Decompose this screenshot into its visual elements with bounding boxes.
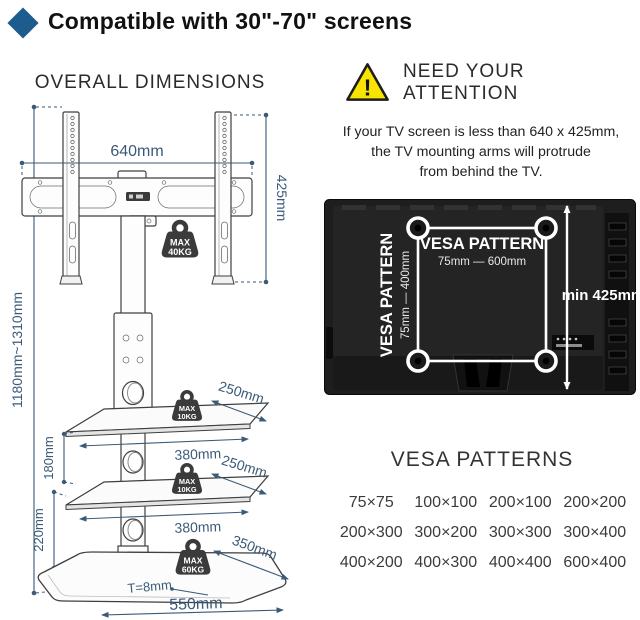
vesa-patterns-title: VESA PATTERNS (390, 448, 574, 471)
page-header: Compatible with 30"-70" screens (7, 7, 413, 39)
vesa-cell: 75×75 (348, 494, 394, 511)
svg-text:MAX: MAX (179, 477, 195, 486)
tv-port-panel (605, 213, 629, 391)
dim-425-label: 425mm (274, 175, 290, 222)
attention-line-1: If your TV screen is less than 640 x 425… (342, 124, 620, 140)
mount-arm-left (59, 111, 83, 285)
attention-body: If your TV screen is less than 640 x 425… (330, 122, 632, 182)
svg-text:MAX: MAX (170, 238, 190, 248)
mount-arm-right (211, 111, 235, 285)
attention-header: ! NEED YOUR ATTENTION (345, 60, 640, 105)
center-column (107, 215, 159, 578)
vesa-pattern-square (406, 216, 558, 373)
vesa-cell: 300×300 (488, 524, 552, 541)
weight-shelf2: MAX 10KG (170, 462, 204, 496)
vesa-cell: 600×400 (563, 554, 627, 571)
svg-text:MAX: MAX (179, 404, 195, 413)
dim-250-a-label: 250mm (217, 378, 266, 407)
dim-220-label: 220mm (31, 508, 46, 551)
min-height-dimension: min 425mm (562, 205, 636, 390)
vesa-cell: 300×400 (563, 524, 627, 541)
dim-380-a-label: 380mm (174, 445, 221, 463)
arm-holes (69, 115, 76, 264)
vesa-cell: 300×200 (414, 524, 478, 541)
svg-text:40KG: 40KG (168, 247, 192, 257)
vesa-cell: 100×100 (414, 494, 478, 511)
dim-550-label: 550mm (169, 595, 223, 614)
page-title: Compatible with 30"-70" screens (48, 8, 413, 34)
dim-380-b: 380mm (79, 509, 249, 536)
vesa-pattern-h-range: 75mm — 600mm (438, 256, 526, 268)
arm-holes (221, 115, 228, 264)
attention-line-2: the TV mounting arms will protrude (371, 144, 591, 160)
attention-title: NEED YOUR ATTENTION (403, 60, 525, 104)
dim-220: 220mm (31, 489, 67, 573)
dim-total-height-label: 1180mm~1310mm (9, 292, 25, 408)
svg-text:10KG: 10KG (177, 485, 197, 494)
weight-shelf1: MAX 10KG (170, 389, 204, 423)
shelf-1 (65, 402, 269, 438)
tv-vents (342, 205, 596, 210)
vesa-cell: 400×400 (488, 554, 552, 571)
dim-640-label: 640mm (110, 143, 163, 160)
min-height-label: min 425mm (562, 287, 636, 304)
dim-640: 640mm (19, 143, 255, 177)
svg-text:10KG: 10KG (177, 412, 197, 421)
dim-380-a: 380mm (79, 436, 249, 463)
weight-base: MAX 60KG (176, 541, 210, 574)
dim-550: 550mm (101, 595, 284, 618)
dim-thickness: T=8mm (127, 577, 209, 596)
vesa-patterns-grid: 75×75 100×100 200×100 200×200 200×300 30… (334, 494, 632, 572)
weight-mount: MAX 40KG (162, 222, 198, 257)
vesa-cell: 400×300 (414, 554, 478, 571)
vesa-pattern-h-title: VESA PATTERN (420, 235, 544, 253)
dim-180-label: 180mm (41, 436, 56, 479)
dim-380-b-label: 380mm (174, 518, 221, 536)
vesa-cell: 400×200 (339, 554, 403, 571)
dim-180: 180mm (41, 431, 77, 485)
vesa-cell: 200×300 (339, 524, 403, 541)
svg-text:MAX: MAX (184, 555, 203, 565)
attention-line-3: from behind the TV. (419, 164, 543, 180)
warning-icon: ! (346, 63, 389, 101)
vesa-cell: 200×100 (488, 494, 552, 511)
vesa-pattern-v-range: 75mm — 400mm (400, 251, 412, 339)
diamond-icon (7, 7, 39, 39)
svg-text:60KG: 60KG (182, 564, 205, 574)
dim-425: 425mm (234, 112, 290, 285)
tv-back-diagram: VESA PATTERN 75mm — 600mm VESA PATTERN 7… (324, 199, 636, 395)
warning-symbol: ! (364, 75, 372, 101)
stand-diagram: 1180mm~1310mm (9, 104, 290, 618)
vesa-pattern-v-title: VESA PATTERN (378, 233, 396, 357)
vesa-cell: 200×200 (563, 494, 627, 511)
shelf-2 (65, 475, 269, 511)
dim-thickness-label: T=8mm (127, 577, 173, 596)
overall-dimensions-title: OVERALL DIMENSIONS (34, 72, 266, 93)
